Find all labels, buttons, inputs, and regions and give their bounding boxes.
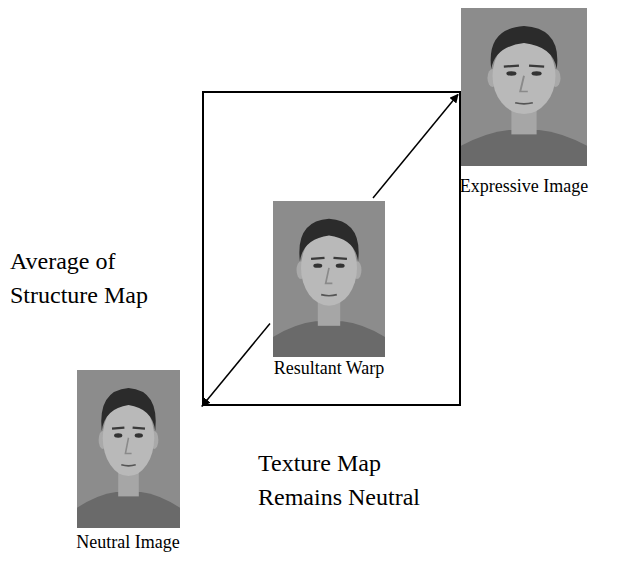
texture-label: Texture Map Remains Neutral (258, 446, 463, 514)
resultant-warp-node: Resultant Warp (270, 198, 388, 382)
expressive-image-node: Expressive Image (458, 8, 590, 198)
image-caption: Resultant Warp (270, 358, 388, 379)
neutral-image-node: Neutral Image (70, 365, 202, 557)
image-caption: Neutral Image (70, 532, 186, 553)
expressive-photo (461, 8, 587, 166)
neutral-photo (77, 370, 180, 528)
diagonal-arrow (373, 94, 458, 198)
image-caption: Expressive Image (458, 176, 590, 197)
diagonal-arrow (202, 323, 270, 406)
structure-label: Average of Structure Map (10, 244, 195, 312)
warp-photo (273, 201, 385, 357)
